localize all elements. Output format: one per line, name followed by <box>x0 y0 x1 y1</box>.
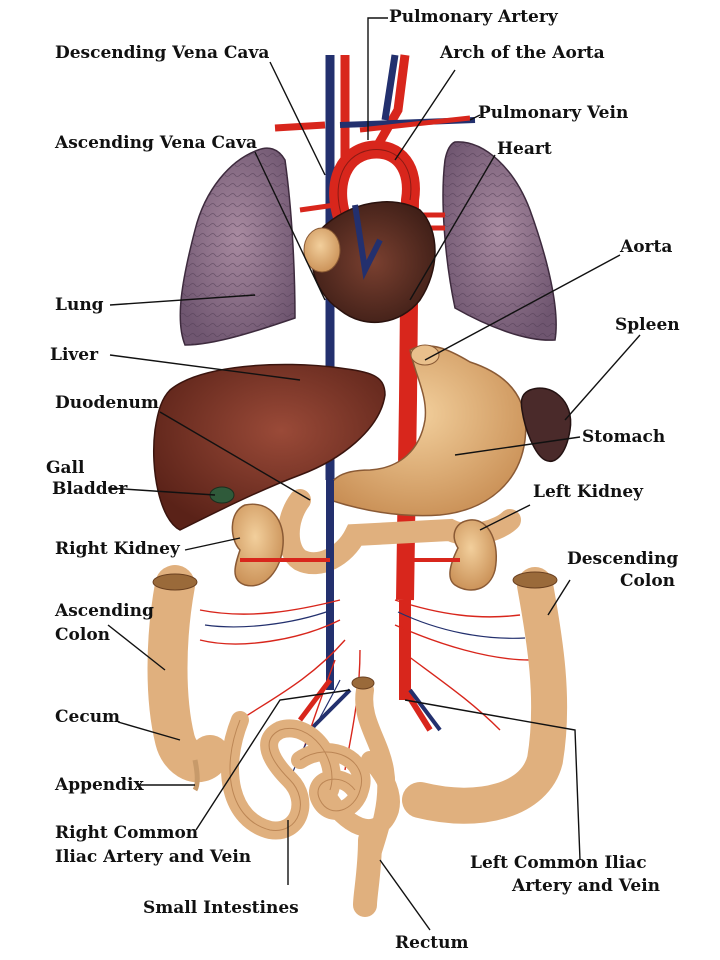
label-liver: Liver <box>50 345 99 365</box>
ascending-colon-organ <box>147 565 230 783</box>
label-aorta: Aorta <box>620 237 673 257</box>
label-cecum: Cecum <box>55 707 121 727</box>
leader-lines <box>107 17 641 931</box>
stomach-organ <box>328 345 527 517</box>
left-kidney-organ <box>449 519 497 591</box>
label-appendix: Appendix <box>55 775 144 795</box>
spleen-organ <box>520 387 572 462</box>
label-arch-of-aorta: Arch of the Aorta <box>440 43 605 63</box>
label-left-kidney: Left Kidney <box>533 482 644 502</box>
label-left-common-iliac: Left Common Iliac <box>470 853 647 873</box>
label-lung: Lung <box>55 295 104 315</box>
label-pulmonary-vein: Pulmonary Vein <box>478 103 629 123</box>
label-iliac-artery-vein: Iliac Artery and Vein <box>55 847 252 867</box>
right-kidney-organ <box>231 503 284 587</box>
label-small-intestines: Small Intestines <box>143 898 299 918</box>
label-artery-and-vein: Artery and Vein <box>512 876 661 896</box>
label-descending-colon: Colon <box>620 571 676 591</box>
label-right-kidney: Right Kidney <box>55 539 180 559</box>
label-ascending: Ascending <box>55 601 154 621</box>
label-gall: Gall <box>46 458 85 478</box>
label-ascending-vena-cava: Ascending Vena Cava <box>55 133 257 153</box>
label-pulmonary-artery: Pulmonary Artery <box>389 7 558 27</box>
descending-colon-organ <box>402 567 568 824</box>
appendix-organ <box>192 759 200 792</box>
label-stomach: Stomach <box>582 427 666 447</box>
label-ascending-colon: Colon <box>55 625 111 645</box>
rectum-organ <box>353 828 382 917</box>
label-duodenum: Duodenum <box>55 393 159 413</box>
liver-organ <box>152 363 386 531</box>
label-rectum: Rectum <box>395 933 469 953</box>
label-descending: Descending <box>567 549 679 569</box>
label-right-common: Right Common <box>55 823 199 843</box>
label-heart: Heart <box>497 139 552 159</box>
label-descending-vena-cava: Descending Vena Cava <box>55 43 270 63</box>
label-spleen: Spleen <box>615 315 680 335</box>
label-bladder: Bladder <box>52 479 128 499</box>
